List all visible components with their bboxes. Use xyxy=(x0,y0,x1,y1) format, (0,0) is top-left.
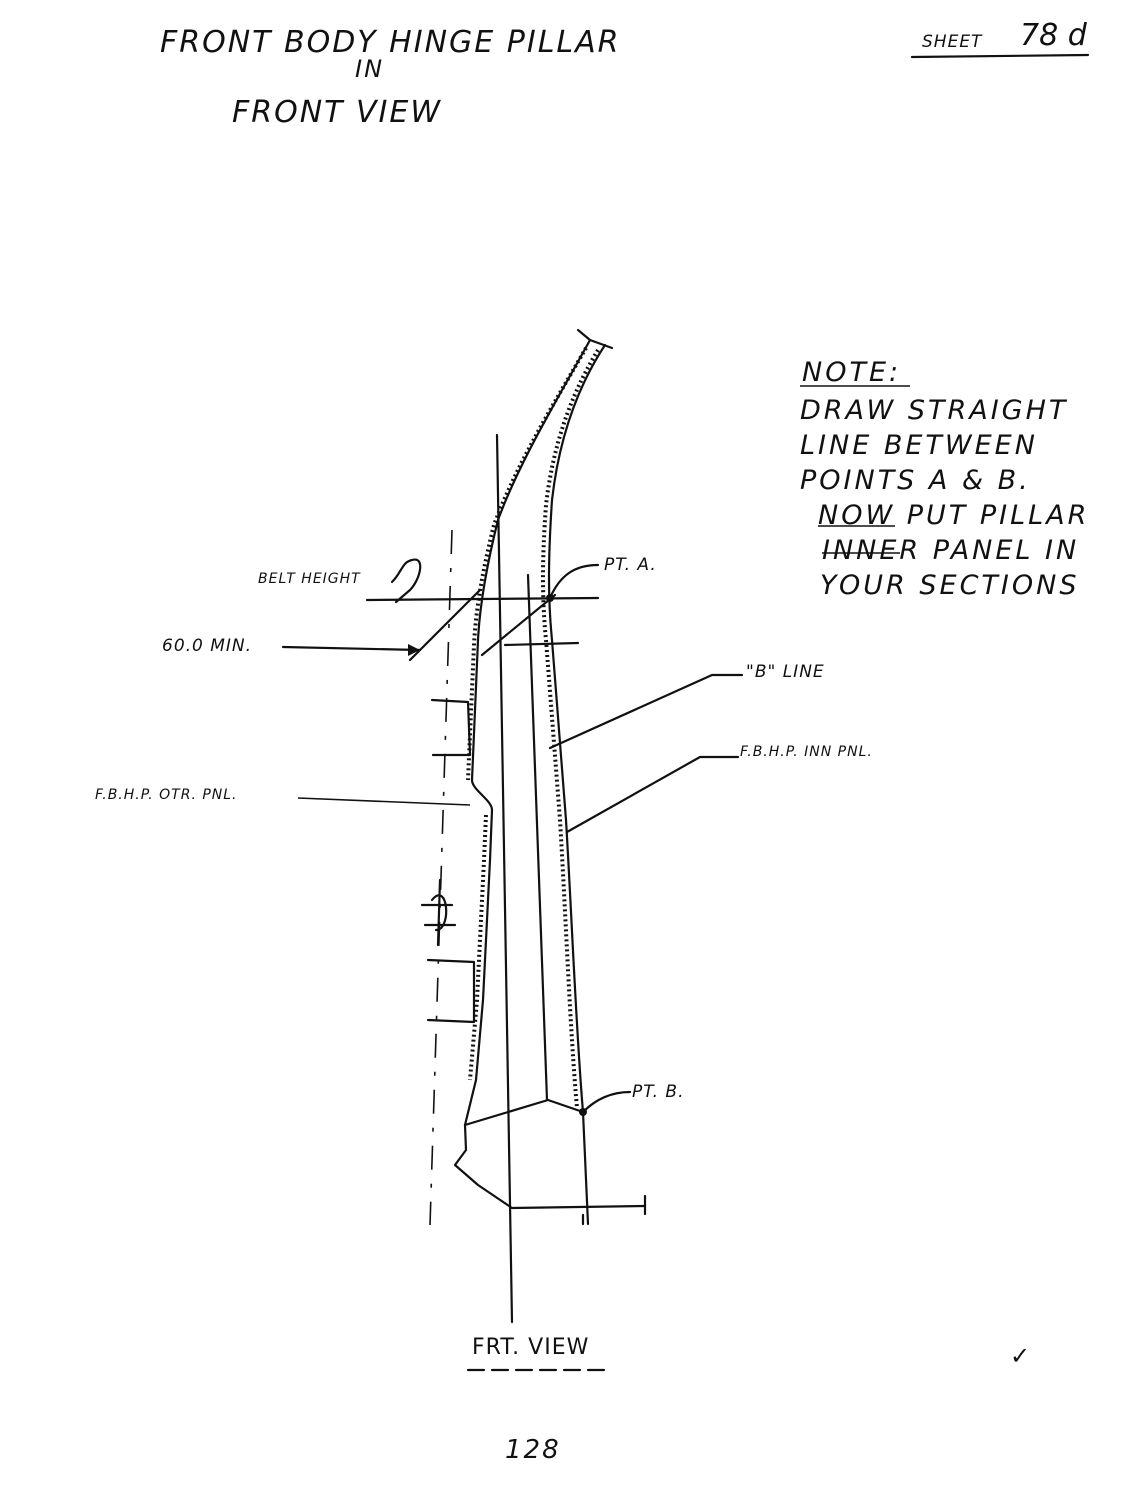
min-angle-arrowhead xyxy=(408,644,420,656)
centerline-dashed xyxy=(429,529,453,1226)
outer-panel-label: F.B.H.P. OTR. PNL. xyxy=(95,787,238,803)
sheet-number: 78 d xyxy=(1020,18,1087,53)
b-line-leader xyxy=(548,673,744,750)
tick-line xyxy=(503,641,580,647)
centerline-symbol xyxy=(420,878,457,947)
upper-hinge-bracket xyxy=(430,698,472,757)
pillar-bottom xyxy=(453,1098,647,1210)
inner-panel-hatch xyxy=(541,348,600,1109)
note-line: INNER PANEL IN xyxy=(822,535,1080,566)
pt-b-label: PT. B. xyxy=(632,1082,685,1102)
title-line-3: FRONT VIEW xyxy=(232,95,443,130)
min-angle-leader xyxy=(281,645,422,652)
sheet-label: SHEET xyxy=(922,32,983,52)
belt-height-label: BELT HEIGHT xyxy=(258,571,361,587)
note-line: LINE BETWEEN xyxy=(800,430,1038,461)
belt-height-symbol xyxy=(390,558,422,604)
sheet-underline xyxy=(910,53,1090,59)
angle-line-right xyxy=(480,593,557,657)
outer-panel-hatch xyxy=(466,347,588,1081)
title-line-2: IN xyxy=(355,55,385,83)
title-line-1: FRONT BODY HINGE PILLAR xyxy=(160,25,621,60)
pt-a-dot xyxy=(546,594,554,602)
inner-panel-label: F.B.H.P. INN PNL. xyxy=(740,744,873,760)
vertical-reference-line xyxy=(495,433,514,1324)
outer-panel-contour xyxy=(463,338,592,1127)
note-heading: NOTE: xyxy=(802,357,902,388)
note-line: POINTS A & B. xyxy=(800,465,1031,496)
page-number: 128 xyxy=(505,1435,561,1465)
inner-panel-leader xyxy=(565,755,740,834)
note-line: DRAW STRAIGHT xyxy=(800,395,1069,426)
b-line xyxy=(526,573,549,1102)
pt-a-leader xyxy=(548,563,600,600)
check-mark: ✓ xyxy=(1010,1342,1031,1370)
view-caption: FRT. VIEW xyxy=(472,1335,590,1360)
min-angle-label: 60.0 MIN. xyxy=(162,636,253,656)
pt-b-leader xyxy=(581,1090,632,1114)
right-vertical-line xyxy=(581,1110,590,1226)
angle-line-left xyxy=(408,588,482,662)
inner-panel-contour xyxy=(547,343,607,1114)
note-body: DRAW STRAIGHT LINE BETWEEN POINTS A & B.… xyxy=(800,393,1086,603)
lower-hinge-bracket xyxy=(426,958,476,1024)
pt-b-dot xyxy=(579,1108,587,1116)
note-line: NOW PUT PILLAR xyxy=(818,500,1090,531)
pt-a-label: PT. A. xyxy=(604,555,657,575)
note-line: YOUR SECTIONS xyxy=(820,570,1080,601)
b-line-label: "B" LINE xyxy=(746,662,825,682)
pillar-tip xyxy=(576,328,614,350)
outer-panel-leader xyxy=(297,797,471,806)
